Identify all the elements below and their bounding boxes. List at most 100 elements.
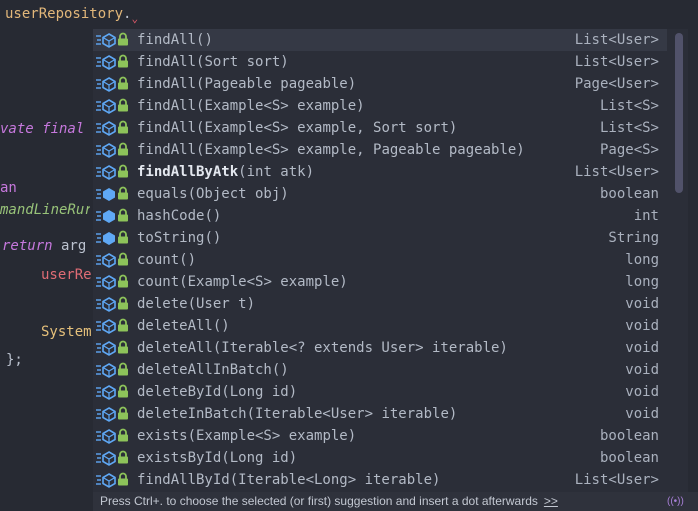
item-signature: count() xyxy=(137,252,196,268)
method-icon xyxy=(95,450,117,466)
broadcast-icon[interactable]: ((•)) xyxy=(667,496,684,507)
lock-icon xyxy=(117,362,131,378)
method-icon xyxy=(95,428,117,444)
item-return-type: String xyxy=(608,230,659,246)
method-icon xyxy=(95,120,117,136)
completion-footer: Press Ctrl+. to choose the selected (or … xyxy=(93,492,698,511)
item-name: delete xyxy=(137,296,188,312)
item-params: () xyxy=(179,252,197,268)
item-params: () xyxy=(204,208,222,224)
method-icon xyxy=(95,472,117,488)
code-fragment: }; xyxy=(6,352,23,368)
footer-more-link[interactable]: >> xyxy=(543,494,558,508)
item-name: deleteAll xyxy=(137,318,213,334)
lock-icon xyxy=(117,274,131,290)
item-return-type: void xyxy=(625,362,659,378)
completion-item[interactable]: findAll(Example<S> example, Pageable pag… xyxy=(93,139,667,161)
completion-item[interactable]: equals(Object obj) boolean xyxy=(93,183,667,205)
lock-icon xyxy=(117,340,131,356)
completion-item[interactable]: findAll(Pageable pageable)Page<User> xyxy=(93,73,667,95)
item-return-type: int xyxy=(633,208,659,224)
item-signature: findAll(Pageable pageable) xyxy=(137,76,356,92)
method-icon xyxy=(95,32,117,48)
code-line-1[interactable]: userRepository.⌄ xyxy=(5,6,139,25)
completion-item[interactable]: existsById(Long id) boolean xyxy=(93,447,667,469)
item-return-type: long xyxy=(625,252,659,268)
item-name: findAllById xyxy=(137,472,230,488)
item-params: (Object obj) xyxy=(187,186,289,202)
lock-icon xyxy=(117,230,131,246)
completion-item[interactable]: findAll()List<User> xyxy=(93,29,667,51)
item-signature: findAll(Sort sort) xyxy=(137,54,289,70)
scrollbar[interactable] xyxy=(675,33,683,193)
object-method-icon xyxy=(95,186,117,202)
completion-item[interactable]: delete(User t)void xyxy=(93,293,667,315)
completion-item[interactable]: deleteAllInBatch()void xyxy=(93,359,667,381)
completion-item[interactable]: hashCode() int xyxy=(93,205,667,227)
completion-item[interactable]: deleteAll(Iterable<? extends User> itera… xyxy=(93,337,667,359)
item-signature: deleteById(Long id) xyxy=(137,384,297,400)
item-name: deleteAllInBatch xyxy=(137,362,272,378)
item-name: hashCode xyxy=(137,208,205,224)
item-return-type: void xyxy=(625,318,659,334)
lock-icon xyxy=(117,186,131,202)
method-icon xyxy=(95,76,117,92)
item-name: findAllByAtk xyxy=(137,164,239,180)
method-icon xyxy=(95,340,117,356)
method-icon xyxy=(95,54,117,70)
item-signature: delete(User t) xyxy=(137,296,255,312)
item-signature: hashCode() xyxy=(137,208,221,224)
method-icon xyxy=(95,252,117,268)
item-signature: deleteInBatch(Iterable<User> iterable) xyxy=(137,406,457,422)
code-fragment: vate final xyxy=(0,121,85,137)
item-params: (User t) xyxy=(187,296,256,312)
item-return-type: List<User> xyxy=(574,164,659,180)
completion-item[interactable]: findAllById(Iterable<Long> iterable)List… xyxy=(93,469,667,491)
item-return-type: Page<S> xyxy=(599,142,659,158)
method-icon xyxy=(95,142,117,158)
item-name: findAll xyxy=(137,142,197,158)
error-squiggle-icon: ⌄ xyxy=(131,12,139,25)
item-name: toString xyxy=(137,230,205,246)
completion-item[interactable]: findAllByAtk(int atk) List<User> xyxy=(93,161,667,183)
item-return-type: boolean xyxy=(599,186,659,202)
completion-item[interactable]: count() long xyxy=(93,249,667,271)
lock-icon xyxy=(117,98,131,114)
completion-item[interactable]: toString()String xyxy=(93,227,667,249)
item-signature: deleteAll(Iterable<? extends User> itera… xyxy=(137,340,508,356)
completion-popup[interactable]: findAll()List<User>findAll(Sort sort)Lis… xyxy=(93,29,688,492)
lock-icon xyxy=(117,318,131,334)
item-name: findAll xyxy=(137,98,197,114)
completion-item[interactable]: deleteAll() void xyxy=(93,315,667,337)
footer-hint: Press Ctrl+. to choose the selected (or … xyxy=(100,494,538,508)
item-name: deleteById xyxy=(137,384,222,400)
completion-item[interactable]: deleteById(Long id)void xyxy=(93,381,667,403)
lock-icon xyxy=(117,384,131,400)
completion-item[interactable]: findAll(Example<S> example)List<S> xyxy=(93,95,667,117)
completion-item[interactable]: findAll(Sort sort)List<User> xyxy=(93,51,667,73)
item-name: equals xyxy=(137,186,188,202)
lock-icon xyxy=(117,32,131,48)
completion-item[interactable]: count(Example<S> example)long xyxy=(93,271,667,293)
item-signature: existsById(Long id) xyxy=(137,450,297,466)
item-signature: findAll(Example<S> example, Pageable pag… xyxy=(137,142,525,158)
item-params: (Pageable pageable) xyxy=(196,76,357,92)
item-params: (Iterable<Long> iterable) xyxy=(229,472,441,488)
lock-icon xyxy=(117,252,131,268)
item-name: findAll xyxy=(137,54,197,70)
completion-item[interactable]: deleteInBatch(Iterable<User> iterable)vo… xyxy=(93,403,667,425)
completion-item[interactable]: findAll(Example<S> example, Sort sort)Li… xyxy=(93,117,667,139)
item-name: findAll xyxy=(137,120,197,136)
item-params: (Iterable<User> iterable) xyxy=(246,406,458,422)
item-signature: deleteAll() xyxy=(137,318,230,334)
object-method-icon xyxy=(95,208,117,224)
item-signature: findAll(Example<S> example, Sort sort) xyxy=(137,120,457,136)
item-params: (int atk) xyxy=(238,164,315,180)
item-params: (Example<S> example, Sort sort) xyxy=(196,120,458,136)
item-return-type: boolean xyxy=(599,450,659,466)
item-signature: findAllByAtk(int atk) xyxy=(137,164,314,180)
item-name: count xyxy=(137,274,180,290)
item-return-type: boolean xyxy=(599,428,659,444)
completion-item[interactable]: exists(Example<S> example)boolean xyxy=(93,425,667,447)
method-icon xyxy=(95,406,117,422)
